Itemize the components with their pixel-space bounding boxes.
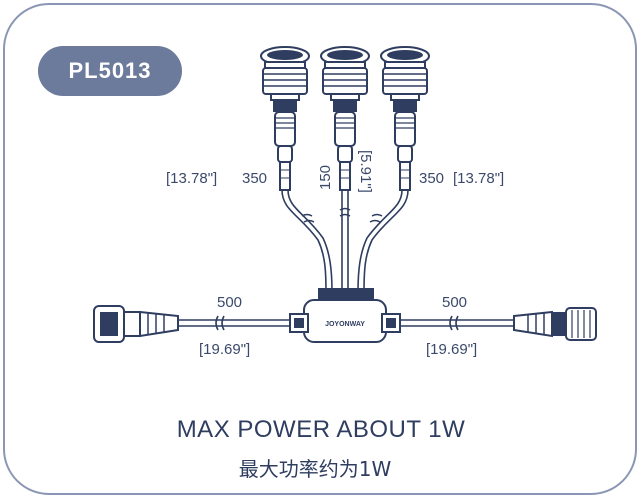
light-right — [380, 46, 430, 191]
break-marks — [301, 207, 383, 223]
center-cable-inch: [5.91"] — [357, 150, 374, 193]
left-cable-mm: 350 — [242, 170, 267, 187]
main-cable-right — [400, 315, 516, 331]
left-main-inch: [19.69"] — [199, 341, 250, 358]
product-code-badge: PL5013 — [38, 46, 182, 96]
left-cable-inch: [13.78"] — [166, 170, 217, 187]
center-cable-mm: 150 — [317, 165, 334, 190]
left-main-mm: 500 — [217, 294, 242, 311]
main-cable-left — [176, 315, 290, 331]
hub-brand-label: JOYONWAY — [325, 321, 365, 328]
light-left — [260, 46, 310, 191]
connector-left — [93, 305, 179, 343]
right-main-mm: 500 — [442, 294, 467, 311]
branch-cables — [281, 189, 409, 293]
right-cable-inch: [13.78"] — [453, 170, 504, 187]
junction-hub: JOYONWAY — [289, 288, 401, 343]
right-main-inch: [19.69"] — [426, 341, 477, 358]
power-caption-chinese: 最大功率约为1W — [238, 457, 392, 481]
right-cable-mm: 350 — [419, 170, 444, 187]
connector-right — [513, 307, 597, 341]
power-caption-english: MAX POWER ABOUT 1W — [176, 416, 466, 443]
